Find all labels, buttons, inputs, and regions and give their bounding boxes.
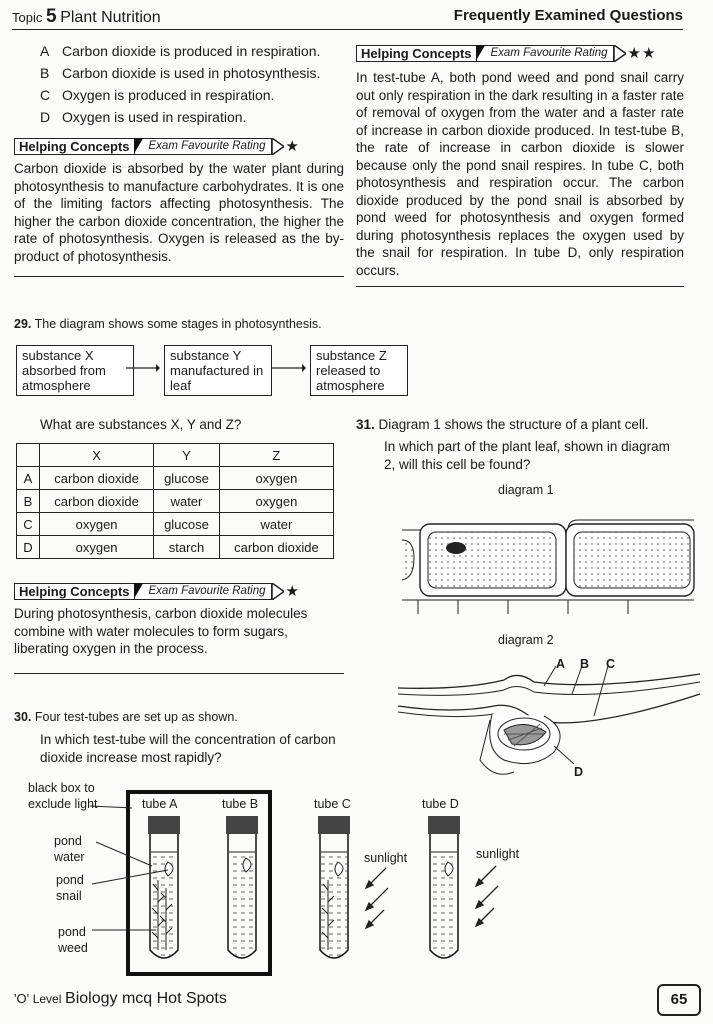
flow-rest: manufactured in leaf xyxy=(170,363,264,393)
topic-label: Topic 5 Plant Nutrition xyxy=(12,6,161,28)
helping-label: Helping Concepts xyxy=(14,137,135,155)
arrow-icon xyxy=(614,44,627,62)
section-rule xyxy=(356,286,684,287)
label-tube-d: tube D xyxy=(422,797,459,811)
flow-name: substance Z xyxy=(316,348,387,363)
q30-question: In which test-tube will the concentratio… xyxy=(40,732,336,765)
flow-rest: absorbed from atmosphere xyxy=(22,363,106,393)
label-pond-weed: pond weed xyxy=(58,925,88,955)
tube-c xyxy=(318,816,350,959)
hc30-text: In test-tube A, both pond weed and pond … xyxy=(356,70,684,278)
row-letter: D xyxy=(16,535,40,559)
label-tube-a: tube A xyxy=(142,797,178,811)
arrow-icon xyxy=(272,137,285,155)
page-number: 65 xyxy=(657,984,701,1016)
topic-number: 5 xyxy=(45,6,57,27)
table-header-blank xyxy=(16,443,40,467)
q29-question: What are substances X, Y and Z? xyxy=(40,417,242,432)
label-sunlight-c: sunlight xyxy=(364,851,408,865)
section-rule xyxy=(14,673,344,674)
tube-d xyxy=(428,816,460,959)
label-pond-snail: pond snail xyxy=(56,873,84,903)
helping-label: Helping Concepts xyxy=(14,582,135,600)
row-letter: A xyxy=(16,466,40,490)
rating-label: Exam Favourite Rating xyxy=(134,137,273,155)
label-tube-c: tube C xyxy=(314,797,351,811)
flow-name: substance X xyxy=(22,348,94,363)
label-tube-b: tube B xyxy=(222,797,259,811)
star-icon: ★ xyxy=(285,583,299,600)
helping-label: Helping Concepts xyxy=(356,44,477,62)
row-letter: B xyxy=(16,489,40,513)
diagram2-label: diagram 2 xyxy=(498,633,554,647)
label-pond-water: pond water xyxy=(54,834,85,864)
part-label-a: A xyxy=(556,657,566,671)
diagram1-label: diagram 1 xyxy=(498,483,554,497)
label-black-box: black box to exclude light xyxy=(28,781,98,811)
tube-b xyxy=(226,816,258,959)
section-rule xyxy=(14,276,344,277)
test-tubes-diagram xyxy=(89,790,499,976)
topic-title: Plant Nutrition xyxy=(60,9,161,26)
q29-stem: 29. The diagram shows some stages in pho… xyxy=(14,317,322,331)
plant-cell-diagram xyxy=(401,519,695,614)
star-icon: ★ xyxy=(285,138,299,155)
topic-word: Topic xyxy=(12,10,43,25)
helping-concepts-q30: Helping Concepts Exam Favourite Rating ★… xyxy=(356,44,655,62)
table-header-x: X xyxy=(38,443,155,467)
flow-rest: released to atmosphere xyxy=(316,363,385,393)
q31-question: In which part of the plant leaf, shown i… xyxy=(384,439,670,472)
table-header-row: X Y Z xyxy=(16,443,335,467)
flow-arrow-icon xyxy=(272,364,306,372)
q30-stem: 30. Four test-tubes are set up as shown. xyxy=(14,710,238,724)
flow-arrow-icon xyxy=(126,364,160,372)
leaf-section-diagram xyxy=(397,665,701,775)
q31-stem: 31. Diagram 1 shows the structure of a p… xyxy=(356,417,649,432)
helping-concepts-q29: Helping Concepts Exam Favourite Rating ★ xyxy=(14,582,299,600)
star-icon: ★ xyxy=(627,45,641,62)
hc29-text: During photosynthesis, carbon dioxide mo… xyxy=(14,606,308,656)
helping-concepts-q28: Helping Concepts Exam Favourite Rating ★ xyxy=(14,137,299,155)
table-header-y: Y xyxy=(153,443,220,467)
header-right-title: Frequently Examined Questions xyxy=(453,7,683,24)
sunlight-arrows-c xyxy=(364,867,389,930)
arrow-icon xyxy=(272,582,285,600)
star-icon: ★ xyxy=(641,45,656,62)
flow-name: substance Y xyxy=(170,348,242,363)
hc28-text: Carbon dioxide is absorbed by the water … xyxy=(14,161,344,264)
rating-label: Exam Favourite Rating xyxy=(134,582,273,600)
tube-a xyxy=(148,816,180,959)
footer-title: 'O' Level Biology mcq Hot Spots xyxy=(14,990,227,1007)
sunlight-arrows-d xyxy=(474,865,499,928)
row-letter: C xyxy=(16,512,40,536)
part-label-c: C xyxy=(606,657,616,671)
part-label-b: B xyxy=(580,657,590,671)
rating-label: Exam Favourite Rating xyxy=(476,44,615,62)
label-sunlight-d: sunlight xyxy=(476,847,520,861)
part-label-d: D xyxy=(574,765,584,779)
table-header-z: Z xyxy=(218,443,335,467)
header-rule xyxy=(12,29,683,30)
black-box xyxy=(126,790,272,976)
